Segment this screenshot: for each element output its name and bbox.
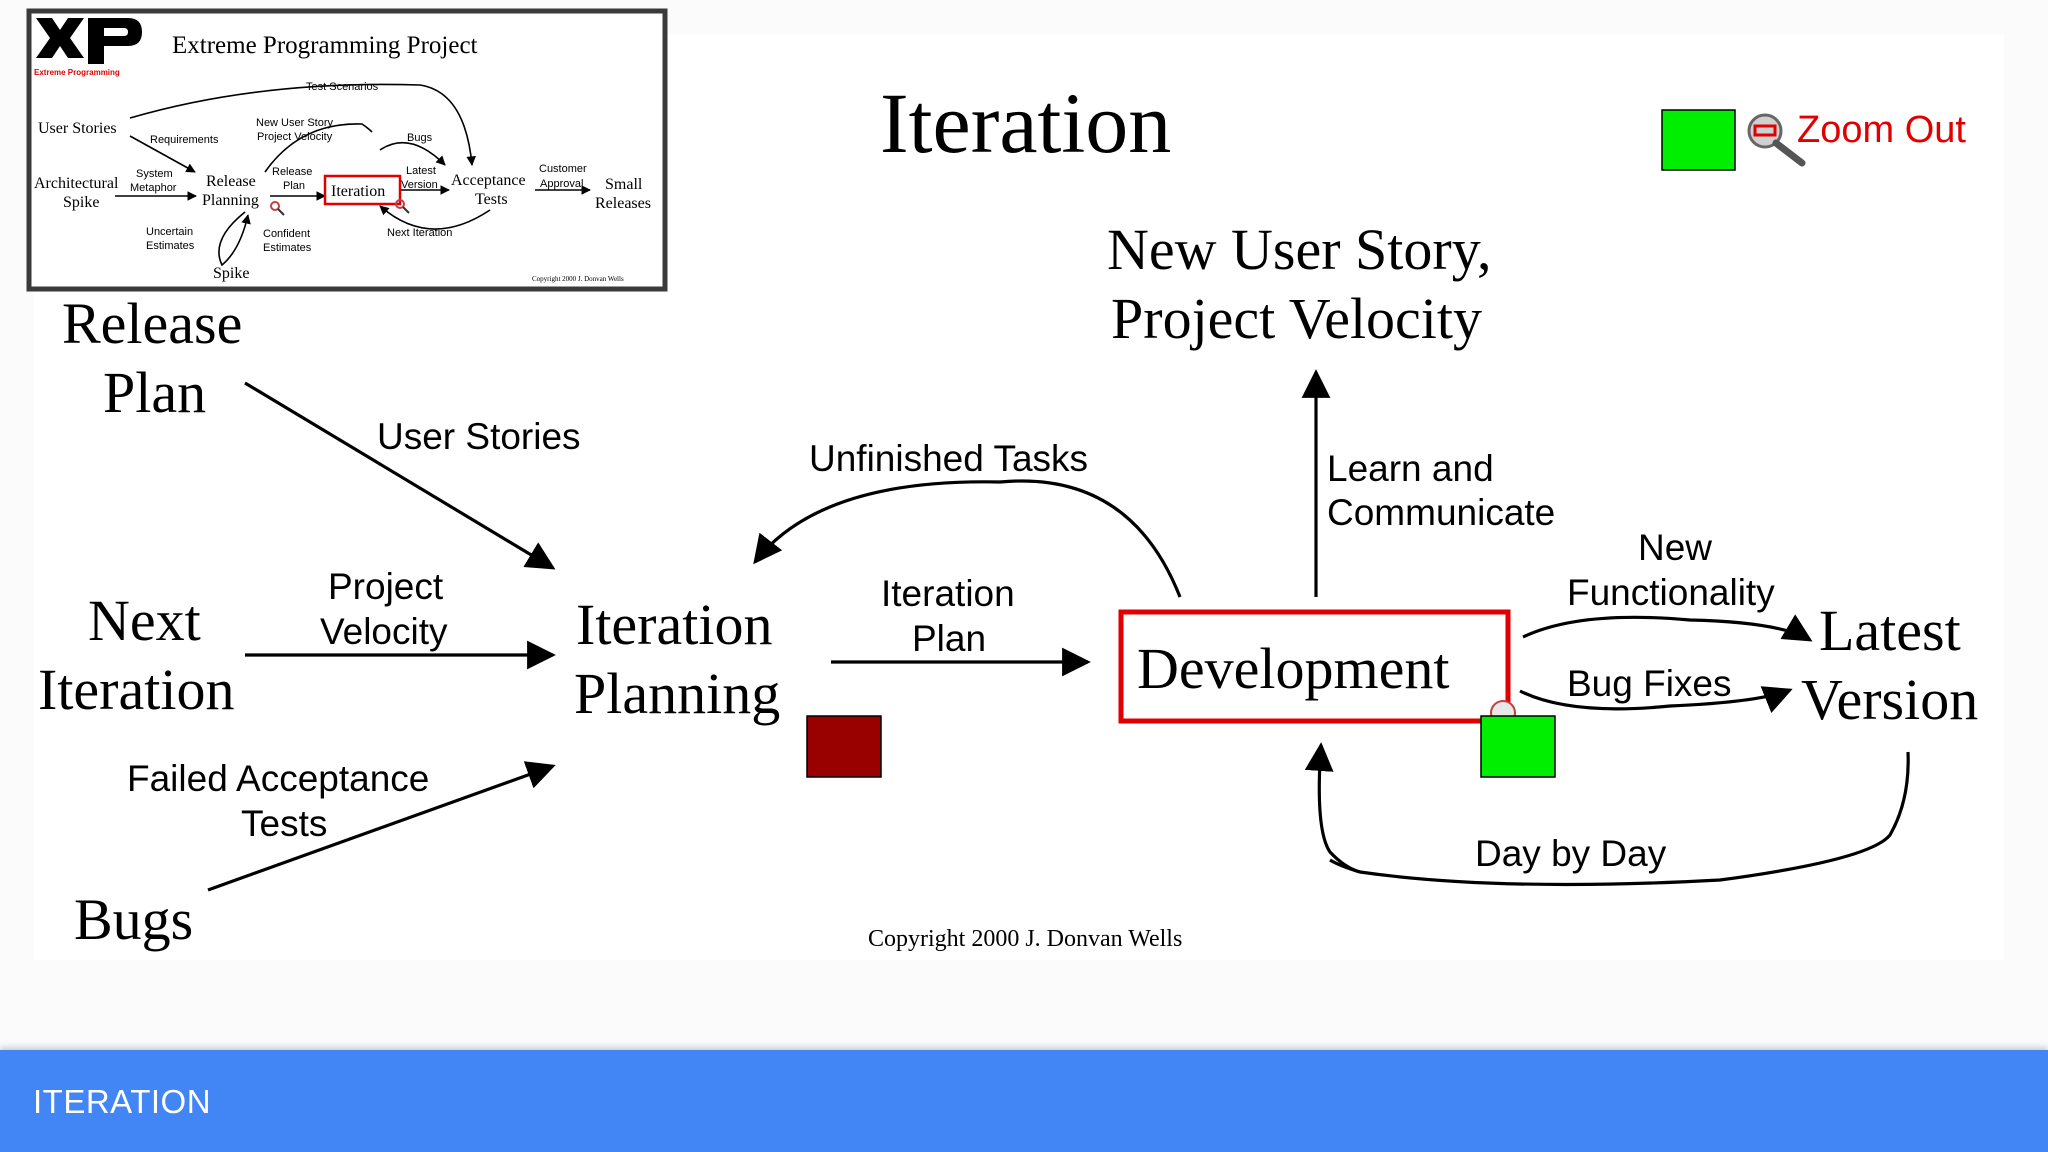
- overview-requirements: Requirements: [150, 134, 219, 146]
- overview-user-stories: User Stories: [38, 120, 117, 137]
- arrow-unfinished-tasks: [753, 479, 1182, 598]
- label-new: New: [1638, 527, 1712, 568]
- overview-bugs: Bugs: [407, 132, 433, 144]
- node-new-user-story: New User Story,: [1107, 217, 1491, 282]
- overview-project-velocity: Project Velocity: [257, 131, 333, 143]
- overview-tests: Tests: [475, 191, 508, 208]
- main-title: Iteration: [880, 75, 1171, 171]
- overview-thumbnail[interactable]: Extreme Programming Extreme Programming …: [26, 8, 668, 292]
- overview-approval: Approval: [540, 178, 583, 190]
- development-box: [1118, 609, 1511, 724]
- overview-new-user-story: New User Story: [256, 117, 334, 129]
- zoom-out-green-square[interactable]: [1661, 109, 1736, 171]
- overview-next-iteration: Next Iteration: [387, 227, 452, 239]
- label-learn-and: Learn and: [1327, 448, 1494, 489]
- xp-logo: Extreme Programming: [34, 18, 142, 77]
- label-plan: Plan: [912, 618, 986, 659]
- node-next: Next: [88, 588, 201, 653]
- label-communicate: Communicate: [1327, 492, 1555, 533]
- arrow-day-by-day: [1304, 742, 1361, 874]
- node-latest: Latest: [1819, 598, 1961, 663]
- arrow-bugs: [207, 761, 556, 892]
- overview-small: Small: [605, 176, 643, 193]
- overview-iteration: Iteration: [331, 183, 385, 200]
- overview-title: Extreme Programming Project: [172, 32, 478, 59]
- overview-plan-label: Plan: [283, 180, 305, 192]
- back-button[interactable]: [806, 715, 882, 778]
- node-development: Development: [1137, 636, 1449, 701]
- overview-estimates-left: Estimates: [146, 240, 195, 252]
- overview-planning: Planning: [202, 192, 259, 209]
- label-iteration: Iteration: [881, 573, 1015, 614]
- overview-iteration-highlight: [323, 174, 402, 206]
- zoom-out-label[interactable]: Zoom Out: [1797, 109, 1966, 151]
- node-plan: Plan: [103, 360, 206, 425]
- overview-architectural: Architectural: [34, 175, 119, 192]
- overview-magnifier-icon: [270, 199, 410, 216]
- main-arrows: [207, 369, 1910, 892]
- overview-estimates-right: Estimates: [263, 242, 312, 254]
- overview-release: Release: [206, 173, 256, 190]
- label-tests: Tests: [241, 803, 327, 844]
- label-failed-acceptance: Failed Acceptance: [127, 758, 429, 799]
- overview-spike-left: Spike: [63, 194, 99, 211]
- node-bugs: Bugs: [74, 887, 193, 952]
- xp-logo-sub: Extreme Programming: [34, 68, 120, 77]
- node-release: Release: [62, 291, 242, 356]
- label-velocity: Velocity: [320, 611, 448, 652]
- overview-uncertain: Uncertain: [146, 226, 193, 238]
- arrow-new-functionality: [1522, 614, 1813, 642]
- label-day-by-day: Day by Day: [1475, 833, 1667, 874]
- arrow-bug-fixes: [1519, 686, 1793, 713]
- label-unfinished-tasks: Unfinished Tasks: [809, 438, 1088, 479]
- overview-releases: Releases: [595, 195, 651, 212]
- label-bug-fixes: Bug Fixes: [1567, 663, 1732, 704]
- arrow-release-plan: [244, 381, 556, 570]
- overview-arrows: [115, 83, 591, 267]
- overview-confident: Confident: [263, 228, 310, 240]
- magnifier-icon: [1747, 113, 1806, 167]
- node-iteration-planning-1: Iteration: [576, 592, 772, 657]
- development-zoom-in-button[interactable]: [1480, 715, 1556, 778]
- node-iteration-planning-2: Planning: [574, 661, 780, 726]
- overview-release-label: Release: [272, 166, 312, 178]
- overview-metaphor: Metaphor: [130, 182, 177, 194]
- overview-spike-bottom: Spike: [213, 265, 249, 282]
- slide-title: ITERATION: [33, 1083, 212, 1120]
- node-project-velocity: Project Velocity: [1111, 286, 1482, 351]
- label-functionality: Functionality: [1567, 572, 1775, 613]
- bottom-title-bar: [0, 1050, 2048, 1152]
- overview-latest: Latest: [406, 165, 436, 177]
- overview-customer: Customer: [539, 163, 587, 175]
- iteration-diagram: Extreme Programming Extreme Programming …: [26, 8, 1978, 952]
- node-version: Version: [1801, 667, 1978, 732]
- label-user-stories: User Stories: [377, 416, 581, 457]
- overview-acceptance: Acceptance: [451, 172, 526, 189]
- label-project: Project: [328, 566, 444, 607]
- overview-test-scenarios: Test Scenarios: [306, 81, 379, 93]
- overview-system: System: [136, 168, 173, 180]
- overview-version: Version: [401, 179, 438, 191]
- main-copyright: Copyright 2000 J. Donvan Wells: [868, 926, 1182, 952]
- zoom-out-button[interactable]: Zoom Out: [1661, 109, 1966, 171]
- overview-copyright: Copyright 2000 J. Donvan Wells: [532, 275, 624, 283]
- node-iteration-left: Iteration: [38, 657, 234, 722]
